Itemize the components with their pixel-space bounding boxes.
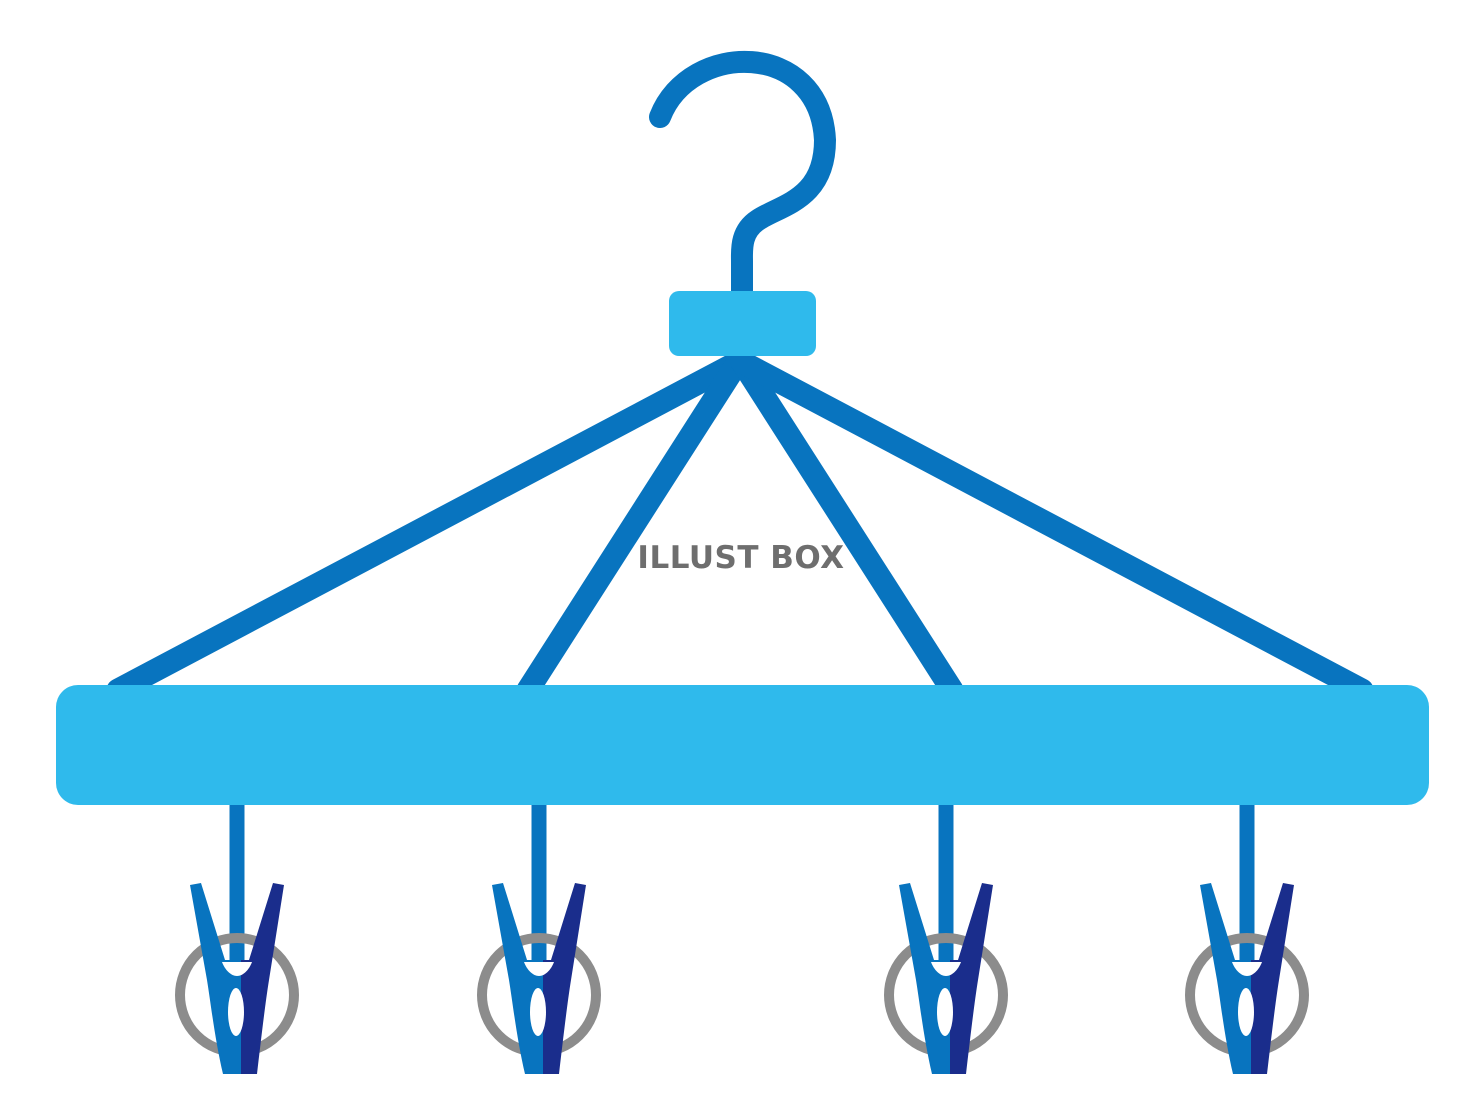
clothespin-hole	[228, 988, 244, 1036]
clothespin-slot	[524, 962, 554, 976]
clothespin-icon	[175, 883, 299, 1074]
clothespin-slot	[1232, 962, 1262, 976]
clothespin-icon	[884, 883, 1008, 1074]
hook-icon	[649, 50, 837, 307]
clothespin-icon	[477, 883, 601, 1074]
watermark-label: ILLUST BOX	[637, 540, 844, 576]
clothespin-hole	[530, 988, 546, 1036]
clothespin-slot	[222, 962, 252, 976]
support-wires	[106, 350, 1374, 702]
clothespin-hole	[1238, 988, 1254, 1036]
support-wire-outer-right	[730, 350, 1374, 702]
clothespin-right-jaw	[950, 883, 993, 1074]
clip-stems	[229, 795, 1255, 965]
support-wire-inner-left	[516, 350, 750, 702]
clothespin-hole	[937, 988, 953, 1036]
clothespin-slot	[931, 962, 961, 976]
clothespin-right-jaw	[543, 883, 586, 1074]
clothespin-icon	[1185, 883, 1309, 1074]
hanger-bar-icon	[56, 685, 1429, 805]
support-wire-outer-left	[106, 350, 750, 702]
support-wire-inner-right	[730, 350, 964, 702]
clothespins	[175, 883, 1309, 1074]
clothespin-right-jaw	[241, 883, 284, 1074]
hanger-hub	[669, 291, 816, 356]
clothespin-right-jaw	[1251, 883, 1294, 1074]
